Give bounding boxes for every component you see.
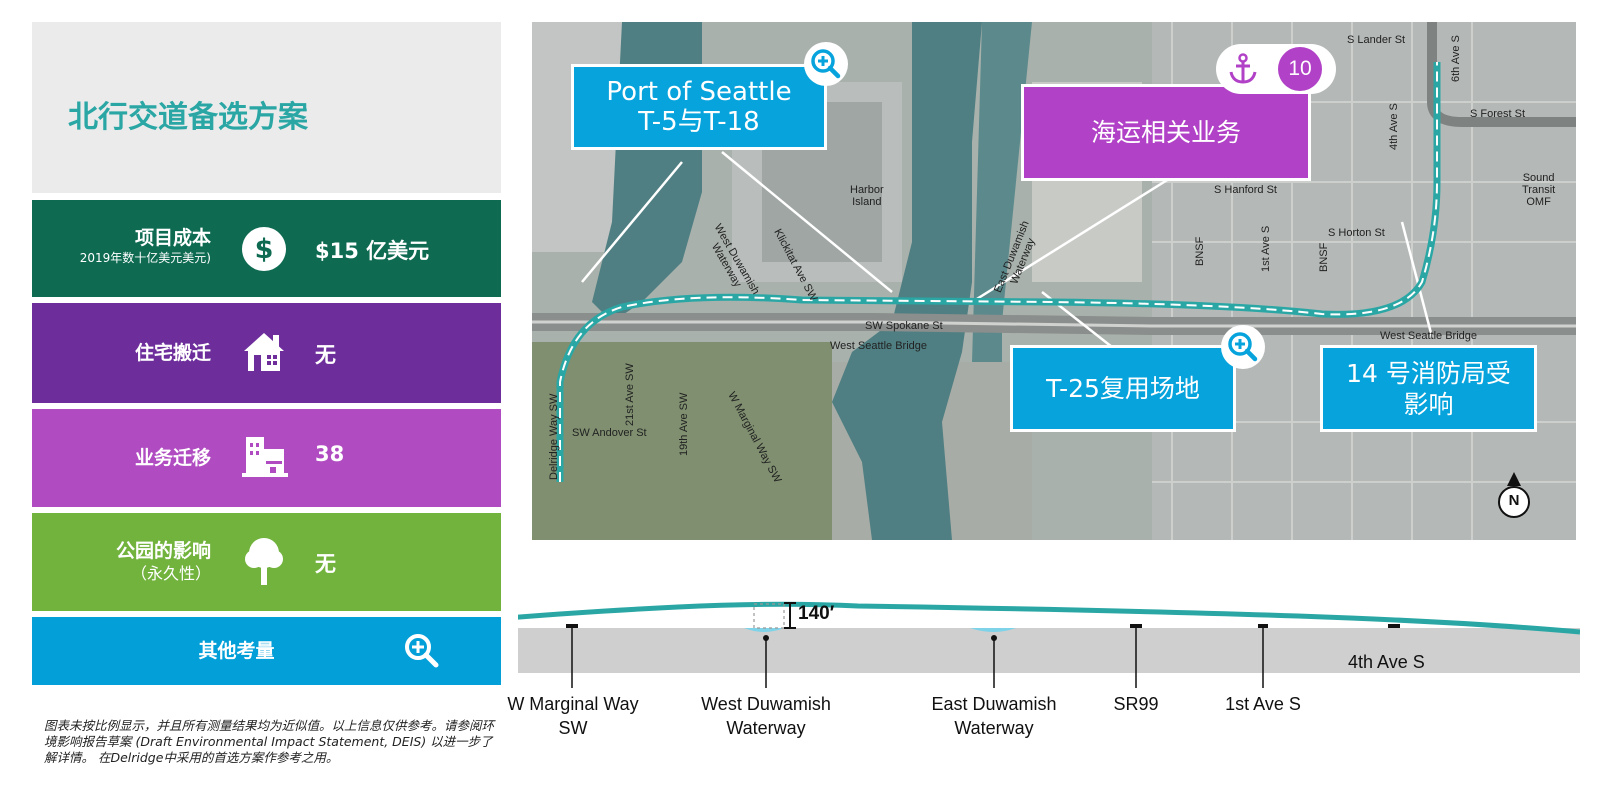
aerial-map[interactable]: S Lander St 6th Ave S S Forest St 4th Av… [532, 22, 1576, 540]
elevation-profile: 140′ 4th Ave S W Marginal Way SW West Du… [507, 598, 1581, 788]
page-title: 北行交道备选方案 [68, 100, 308, 135]
project-cost-label-group: 项目成本 2019年数十亿美元美元) [80, 226, 211, 266]
map-label-west-seattle-bridge-2: West Seattle Bridge [1380, 330, 1478, 342]
park-value: 无 [315, 552, 336, 576]
project-cost-label: 项目成本 [134, 227, 211, 249]
map-label-s-lander: S Lander St [1347, 34, 1406, 46]
port-callout-line-1: Port of Seattle [606, 77, 792, 107]
park-label-group: 公园的影响 （永久性） [116, 539, 211, 585]
map-label-4th-ave: 4th Ave S [1388, 103, 1400, 150]
profile-graphic [507, 601, 1581, 688]
map-label-s-hanford: S Hanford St [1214, 184, 1277, 196]
title-panel: 北行交道备选方案 [32, 22, 501, 193]
footnote: 图表未按比例显示，并且所有测量结果均为近似值。以上信息仅供参考。请参阅环境影响报… [44, 718, 495, 765]
map-label-bnsf-2: BNSF [1318, 242, 1330, 272]
business-value: 38 [315, 442, 345, 466]
map-label-harbor: Harbor [850, 184, 884, 196]
map-label-bnsf-1: BNSF [1194, 236, 1206, 266]
map-label-21st-ave: 21st Ave SW [624, 363, 636, 426]
north-arrow-label: N [1508, 492, 1520, 509]
park-label: 公园的影响 [115, 540, 211, 562]
other-considerations-label: 其他考量 [198, 640, 275, 662]
svg-text:$: $ [255, 234, 274, 265]
port-zoom-icon[interactable] [804, 42, 848, 86]
project-cost-value: $15 亿美元 [315, 239, 430, 263]
other-considerations-button[interactable]: 其他考量 [32, 617, 501, 685]
station-west-duwamish: West Duwamish Waterway [686, 692, 846, 740]
maritime-badge: 10 [1216, 44, 1336, 94]
map-label-1st-ave: 1st Ave S [1260, 225, 1272, 272]
maritime-business-callout[interactable]: 海运相关业务 [1021, 84, 1311, 181]
map-label-harbor-island: Harbor Island [850, 184, 884, 208]
map-label-transit: Transit [1522, 184, 1556, 196]
map-label-omf: OMF [1526, 196, 1551, 208]
height-label: 140′ [798, 603, 835, 624]
business-label: 业务迁移 [134, 447, 211, 469]
map-label-sw-andover: SW Andover St [572, 427, 647, 439]
park-sub: （永久性） [130, 564, 211, 583]
map-label-s-horton: S Horton St [1328, 227, 1385, 239]
residential-value: 无 [315, 343, 336, 367]
port-of-seattle-callout[interactable]: Port of Seattle T-5与T-18 [571, 64, 827, 150]
residential-relocation-row: 住宅搬迁 无 [32, 303, 501, 403]
map-label-west-seattle-bridge-1: West Seattle Bridge [830, 340, 928, 352]
t25-reuse-callout[interactable]: T-25复用场地 [1010, 345, 1236, 432]
map-label-s-forest: S Forest St [1470, 108, 1526, 120]
station-edw-1: East Duwamish [931, 694, 1057, 714]
north-arrow-icon: N [1496, 470, 1532, 520]
building-icon [240, 431, 288, 479]
residential-label: 住宅搬迁 [134, 342, 211, 364]
project-cost-sub: 2019年数十亿美元美元) [79, 251, 211, 265]
business-relocation-row: 业务迁移 38 [32, 409, 501, 507]
t25-zoom-icon[interactable] [1221, 325, 1265, 369]
maritime-count: 10 [1278, 47, 1322, 91]
dollar-icon: $ [240, 225, 288, 273]
station-sr99: SR99 [1113, 694, 1159, 714]
station-edw-2: Waterway [954, 718, 1034, 738]
anchor-icon [1226, 52, 1260, 86]
map-label-sw-spokane: SW Spokane St [865, 320, 943, 332]
fire-station-callout[interactable]: 14 号消防局受 影响 [1320, 345, 1537, 432]
station-east-duwamish: East Duwamish Waterway [914, 692, 1074, 740]
map-label-delridge: Delridge Way SW [548, 393, 560, 480]
map-label-6th-ave: 6th Ave S [1450, 35, 1462, 82]
map-label-island: Island [852, 196, 882, 208]
station-4th-ave: 4th Ave S [1348, 652, 1425, 672]
fire-callout-line-1: 14 号消防局受 [1346, 359, 1511, 388]
station-w-marginal: W Marginal Way SW [507, 694, 639, 738]
project-cost-row: 项目成本 2019年数十亿美元美元) $ $15 亿美元 [32, 200, 501, 297]
zoom-in-icon[interactable] [402, 631, 442, 671]
map-label-sound-transit: Sound Transit OMF [1522, 172, 1555, 208]
port-callout-line-2: T-5与T-18 [638, 107, 760, 137]
map-label-19th-ave: 19th Ave SW [678, 392, 690, 456]
house-icon [240, 327, 288, 375]
station-wdw-1: West Duwamish [701, 694, 831, 714]
map-label-sound: Sound [1522, 172, 1555, 184]
fire-callout-line-2: 影响 [1403, 390, 1454, 419]
station-wdw-2: Waterway [726, 718, 806, 738]
park-impact-row: 公园的影响 （永久性） 无 [32, 513, 501, 611]
station-1st-ave: 1st Ave S [1225, 694, 1301, 714]
tree-icon [240, 535, 288, 585]
